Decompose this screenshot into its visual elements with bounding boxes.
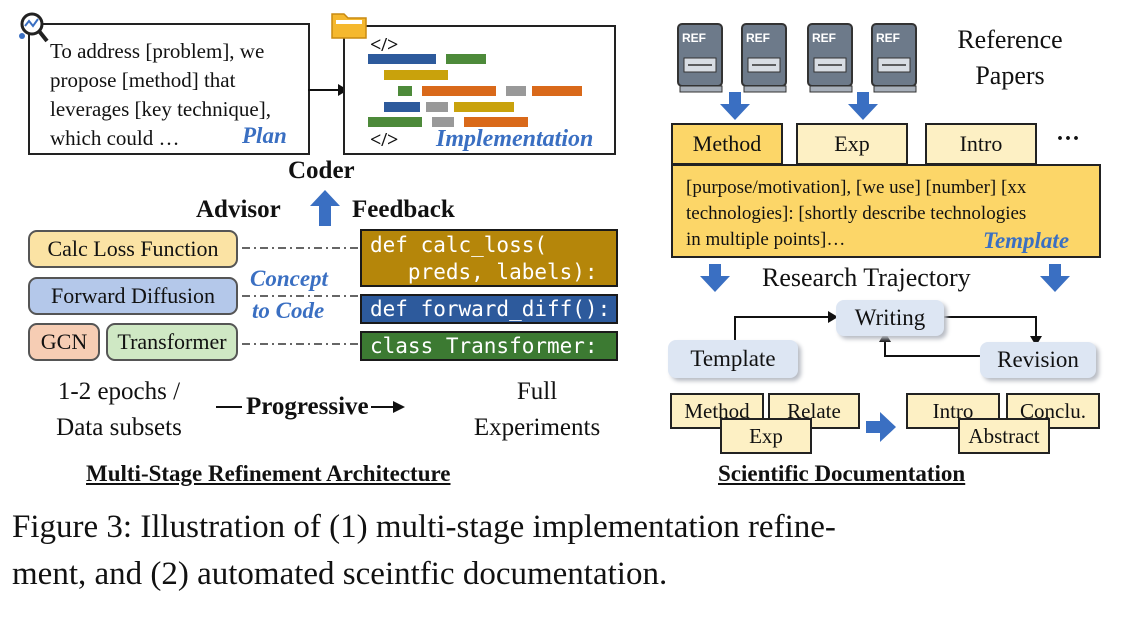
left-panel-title: Multi-Stage Refinement Architecture <box>86 461 451 486</box>
section-method: Method <box>671 123 783 165</box>
template-line-2: technologies]: [shortly describe technol… <box>686 203 1027 224</box>
progressive-right-2: Experiments <box>473 414 601 441</box>
caption-line-1: Figure 3: Illustration of (1) multi-stag… <box>12 509 836 545</box>
code-bars-icon <box>368 54 582 127</box>
reference-label-2: Papers <box>975 61 1045 90</box>
plan-line-3: leverages [key technique], <box>50 97 271 121</box>
ref-label-2: REF <box>746 31 770 45</box>
plan-tag: Plan <box>242 123 287 148</box>
reference-label-1: Reference <box>957 25 1063 54</box>
down-arrow-icon-4 <box>1040 264 1070 292</box>
ref-label-4: REF <box>876 31 900 45</box>
down-arrow-icon-3 <box>700 264 730 292</box>
ellipsis: ··· <box>1056 126 1081 152</box>
writing-box: Writing <box>836 300 944 336</box>
doc-abstract: Abstract <box>958 418 1050 454</box>
reference-books-icon <box>677 23 917 93</box>
implementation-tag: Implementation <box>436 126 594 152</box>
progressive-arrow-row: Progressive <box>216 393 405 421</box>
progressive-left-1: 1-2 epochs / <box>57 378 181 405</box>
template-tag: Template <box>983 228 1070 253</box>
code-calc-loss-line-1: def calc_loss( <box>370 233 548 257</box>
progressive-label: Progressive <box>246 393 369 420</box>
up-arrow-icon <box>310 190 340 226</box>
advisor-label: Advisor <box>196 196 281 223</box>
trajectory-label: Research Trajectory <box>762 263 971 292</box>
code-calc-loss-line-2: preds, labels): <box>370 260 598 284</box>
open-tag: </> <box>370 34 399 56</box>
section-exp: Exp <box>796 123 908 165</box>
plan-box: To address [problem], we propose [method… <box>28 23 310 155</box>
code-transformer: class Transformer: <box>360 331 618 361</box>
feedback-label: Feedback <box>352 196 455 223</box>
code-calc-loss: def calc_loss( preds, labels): <box>360 229 618 287</box>
magnifier-icon <box>19 12 49 43</box>
ref-book-1-icon <box>677 23 723 93</box>
folder-icon <box>331 13 367 39</box>
concept-calc-loss: Calc Loss Function <box>28 230 238 268</box>
progressive-right-1: Full <box>516 378 558 405</box>
concept-label-1: Concept <box>250 266 328 292</box>
down-arrow-icon-2 <box>848 92 878 120</box>
plan-line-4: which could … <box>50 126 180 150</box>
ref-label-1: REF <box>682 31 706 45</box>
plan-line-2: propose [method] that <box>50 68 236 92</box>
template-step-box: Template <box>668 340 798 378</box>
concept-gcn: GCN <box>28 323 100 361</box>
code-forward-diff: def forward_diff(): <box>360 294 618 324</box>
doc-relate: Relate <box>768 393 860 429</box>
template-line-3: in multiple points]… <box>686 229 846 250</box>
plan-to-impl-arrow <box>308 84 348 96</box>
concept-label-2: to Code <box>252 298 325 324</box>
progressive-left-2: Data subsets <box>56 414 182 441</box>
right-panel-title: Scientific Documentation <box>718 461 966 486</box>
plan-line-1: To address [problem], we <box>50 39 265 63</box>
concept-forward-diffusion: Forward Diffusion <box>28 277 238 315</box>
ref-label-3: REF <box>812 31 836 45</box>
template-line-1: [purpose/motivation], [we use] [number] … <box>686 177 1027 198</box>
section-intro: Intro <box>925 123 1037 165</box>
down-arrow-icon-1 <box>720 92 750 120</box>
concept-transformer: Transformer <box>106 323 238 361</box>
caption-line-2: ment, and (2) automated sceintfic docume… <box>12 556 668 592</box>
close-tag: </> <box>370 129 399 151</box>
writing-flow-arrows <box>734 311 1042 357</box>
coder-label: Coder <box>288 157 355 184</box>
concept-connectors <box>242 247 362 345</box>
doc-exp: Exp <box>720 418 812 454</box>
doc-method: Method <box>670 393 764 429</box>
revision-box: Revision <box>980 342 1096 378</box>
right-arrow-icon <box>866 412 896 442</box>
template-box: [purpose/motivation], [we use] [number] … <box>671 164 1101 258</box>
